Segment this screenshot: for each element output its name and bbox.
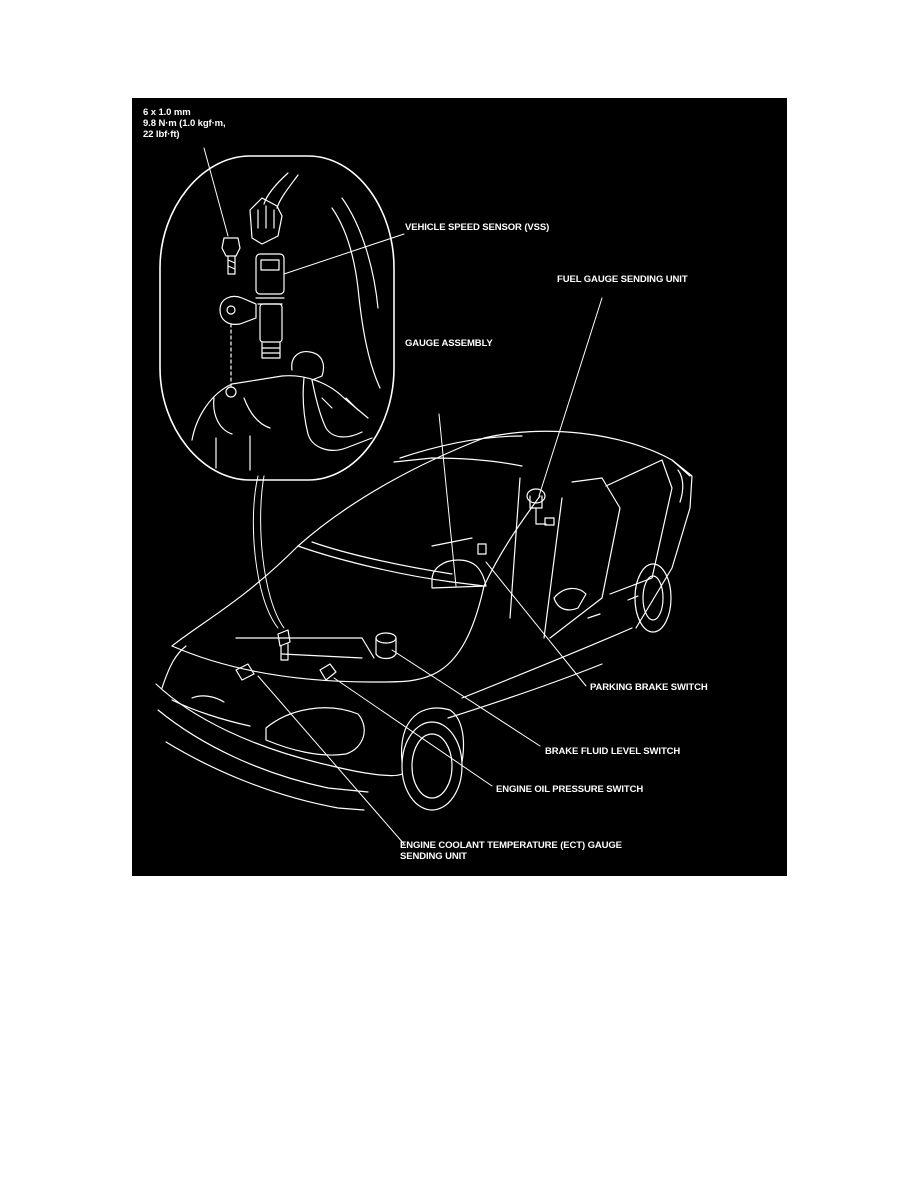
bolt — [221, 237, 241, 275]
parking-brake-switch-label: PARKING BRAKE SWITCH — [590, 682, 708, 693]
diagram-figure: 6 x 1.0 mm 9.8 N·m (1.0 kgf·m, 22 lbf·ft… — [132, 98, 787, 876]
vss-location-shape — [277, 629, 291, 661]
vss-connector — [249, 197, 283, 245]
leader-lines — [203, 147, 603, 845]
gauge-assembly-shape — [431, 559, 487, 589]
gauge-assembly-label: GAUGE ASSEMBLY — [405, 338, 493, 349]
ect-sending-unit-shape — [235, 663, 255, 681]
transmission-housing — [191, 197, 381, 471]
brake-fluid-reservoir-shape — [375, 632, 397, 660]
vss-label: VEHICLE SPEED SENSOR (VSS) — [405, 222, 550, 233]
engine-oil-pressure-switch-label: ENGINE OIL PRESSURE SWITCH — [496, 784, 644, 795]
bolt-spec-label: 6 x 1.0 mm 9.8 N·m (1.0 kgf·m, 22 lbf·ft… — [143, 107, 226, 140]
car-gauge-locations-illustration — [155, 147, 693, 845]
fuel-gauge-sending-unit-shape — [526, 488, 555, 526]
fuel-gauge-sending-unit-label: FUEL GAUGE SENDING UNIT — [557, 274, 688, 285]
ect-gauge-sending-unit-label: ENGINE COOLANT TEMPERATURE (ECT) GAUGE S… — [400, 840, 622, 862]
vss-detail-inset — [159, 155, 395, 481]
car-body — [155, 430, 693, 811]
oil-pressure-switch-shape — [319, 663, 337, 681]
brake-fluid-level-switch-label: BRAKE FLUID LEVEL SWITCH — [545, 746, 681, 757]
parking-brake-switch-shape — [431, 537, 487, 555]
vehicle-speed-sensor — [219, 253, 285, 359]
